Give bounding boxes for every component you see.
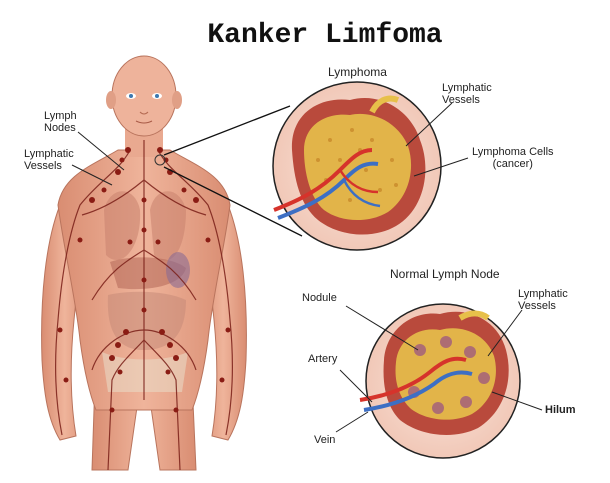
body-lymphatic-vessels-label: Lymphatic Vessels [24,148,74,172]
human-body-figure [41,55,247,471]
lymphoma-node-circle [272,81,442,251]
magnify-connector-lines [163,105,303,237]
normal-node-heading: Normal Lymph Node [390,267,500,281]
lymphoma-vessels-label: Lymphatic Vessels [442,82,492,106]
normal-vessels-label: Lymphatic Vessels [518,288,568,312]
lymph-node-dots [57,147,231,413]
lymphoma-cells-label: Lymphoma Cells (cancer) [472,146,554,170]
normal-node-circle [359,303,521,459]
body-pointer-lines [71,131,125,186]
artery-label: Artery [308,353,338,365]
normal-pointer-lines [335,305,543,433]
page-title: Kanker Limfoma [207,20,443,51]
lymphatic-network [55,140,233,471]
hilum-label: Hilum [545,404,576,416]
lymphoma-pointer-lines [405,102,469,177]
lymphoma-heading: Lymphoma [328,65,387,79]
head [111,55,177,137]
lymph-nodes-label: Lymph Nodes [44,110,77,134]
vein-label: Vein [314,434,336,446]
nodule-label: Nodule [302,292,337,304]
